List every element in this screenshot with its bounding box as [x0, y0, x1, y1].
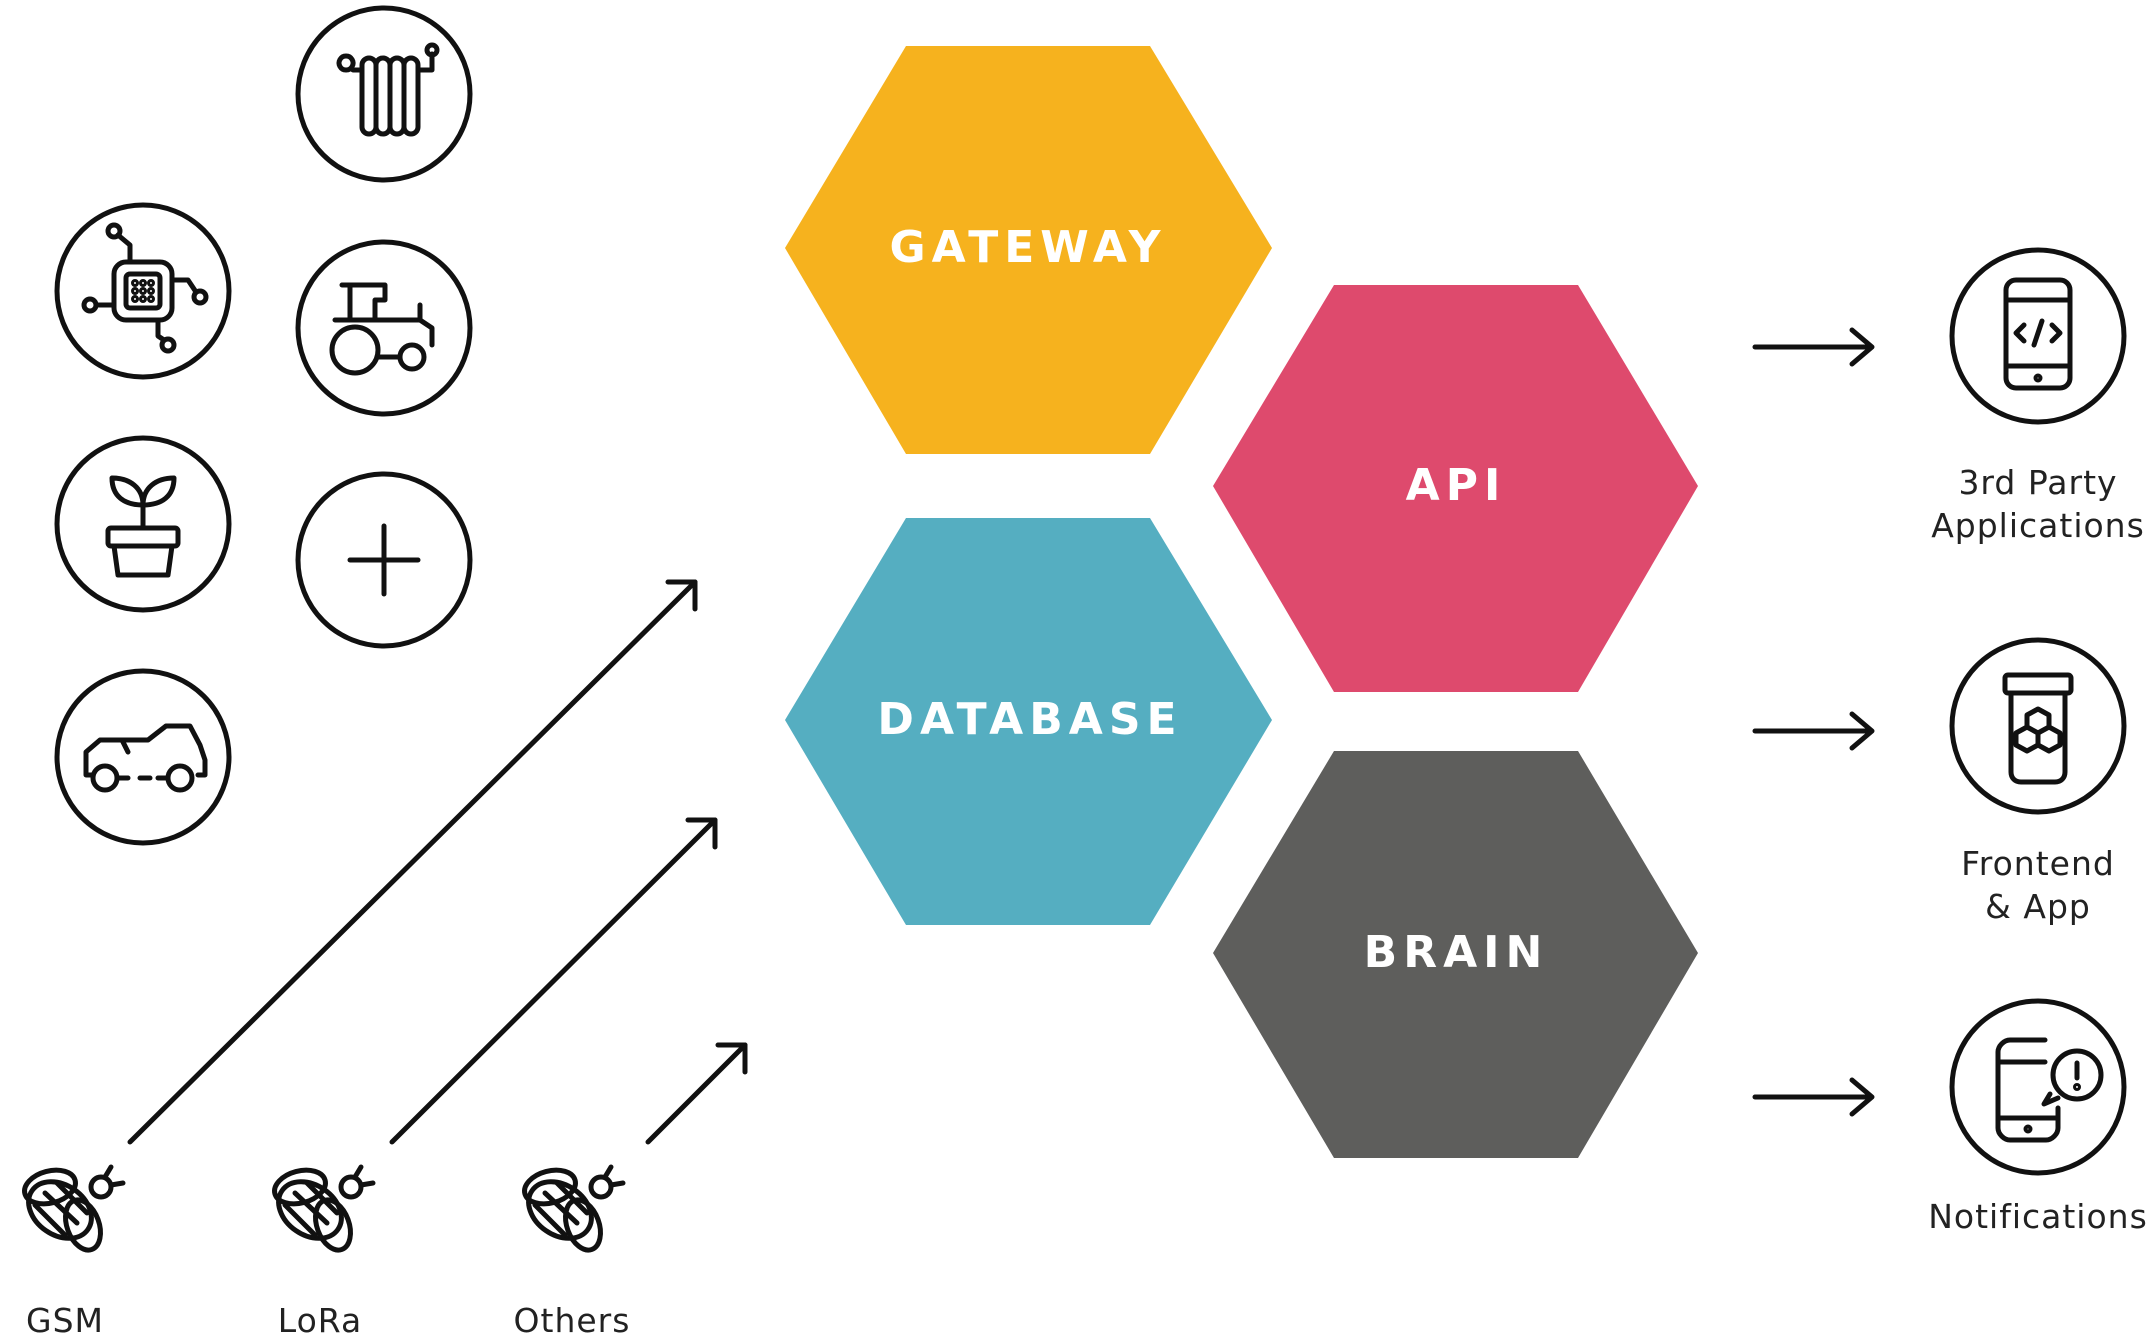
plant-pot-icon [54, 435, 232, 613]
bee-icon-lora [272, 1164, 376, 1253]
bee-icon-gsm [22, 1164, 126, 1253]
frontend-label-line2: & App [1985, 887, 2091, 926]
phone-code-icon [1949, 247, 2127, 425]
gateway-hexagon: GATEWAY [785, 46, 1272, 454]
honey-jar-icon [1949, 637, 2127, 815]
car-icon [54, 668, 232, 846]
radiator-icon [295, 5, 473, 183]
database-hexagon: DATABASE [785, 518, 1272, 925]
notifications-arrow [1752, 1077, 1875, 1117]
third-party-arrow [1752, 327, 1875, 367]
plus-icon [295, 471, 473, 649]
notifications-label: Notifications [1928, 1197, 2148, 1236]
frontend-arrow [1752, 711, 1875, 751]
gateway-hexagon-shape [785, 46, 1272, 454]
lora-arrow [389, 817, 718, 1145]
frontend-label-line1: Frontend [1961, 844, 2115, 883]
third-party-label-line1: 3rd Party [1958, 463, 2117, 502]
gsm-label: GSM [26, 1301, 104, 1340]
brain-hexagon: BRAIN [1213, 751, 1698, 1158]
brain-label: BRAIN [1364, 927, 1549, 978]
brain-hexagon-shape [1213, 751, 1698, 1158]
circuit-chip-icon [54, 202, 232, 380]
api-hexagon: API [1213, 285, 1698, 692]
tractor-icon [295, 239, 473, 417]
phone-alert-icon [1949, 998, 2127, 1176]
lora-label: LoRa [278, 1301, 362, 1340]
api-label: API [1406, 460, 1507, 511]
others-label: Others [514, 1301, 631, 1340]
database-label: DATABASE [877, 694, 1182, 745]
gateway-label: GATEWAY [889, 222, 1166, 273]
api-hexagon-shape [1213, 285, 1698, 692]
gsm-arrow [127, 579, 698, 1145]
third-party-label-line2: Applications [1931, 506, 2145, 545]
others-arrow [645, 1042, 748, 1145]
database-hexagon-shape [785, 518, 1272, 925]
bee-icon-others [522, 1164, 626, 1253]
